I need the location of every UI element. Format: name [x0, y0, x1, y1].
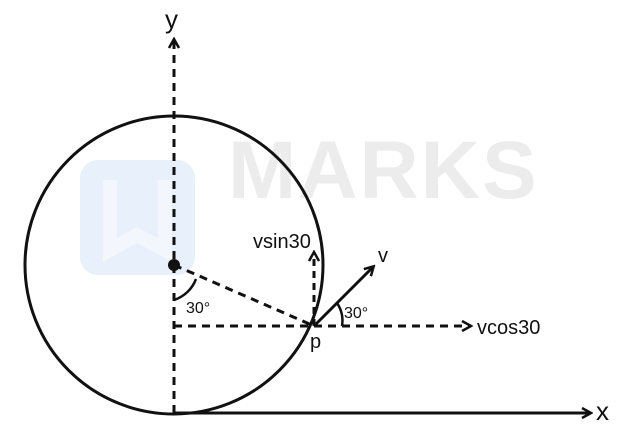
- velocity-arrow: [312, 267, 373, 328]
- x-axis-label: x: [596, 396, 609, 426]
- angle-arc-velocity: [335, 302, 344, 327]
- center-dot: [168, 259, 180, 271]
- radius-line: [173, 263, 315, 328]
- y-axis-label: y: [165, 4, 178, 34]
- watermark-logo: [80, 160, 195, 275]
- velocity-label: v: [378, 245, 388, 267]
- point-p-label: p: [310, 331, 321, 353]
- angle-label-velocity: 30°: [344, 305, 368, 322]
- vcos-label: vcos30: [477, 317, 540, 339]
- angle-arc-center: [173, 278, 198, 302]
- vsin-label: vsin30: [253, 231, 311, 253]
- watermark-text: MARKS: [228, 125, 539, 216]
- angle-label-center: 30°: [186, 300, 210, 317]
